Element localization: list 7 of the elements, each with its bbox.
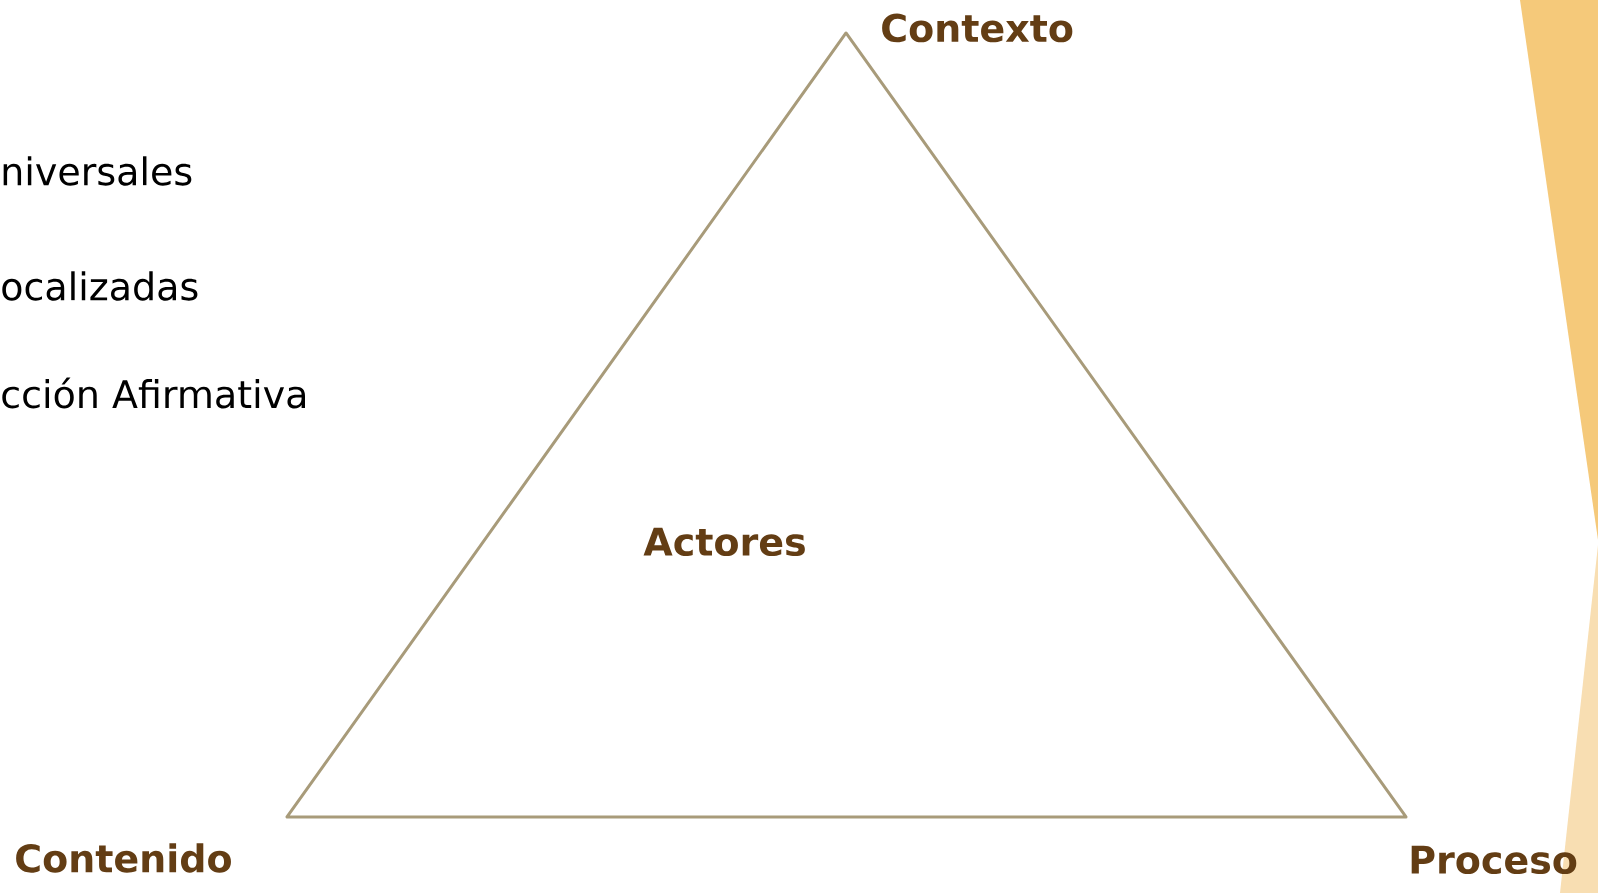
list-item: niversales	[3, 156, 192, 186]
list-item: ocalizadas	[2, 271, 198, 301]
vertex-label: Proceso	[1411, 845, 1577, 875]
node-label: Actores	[643, 527, 805, 557]
vertex-label: Contenido	[16, 843, 231, 873]
vertex-label: Contexto	[882, 13, 1073, 43]
list-item: cción Afirmativa	[2, 377, 305, 409]
